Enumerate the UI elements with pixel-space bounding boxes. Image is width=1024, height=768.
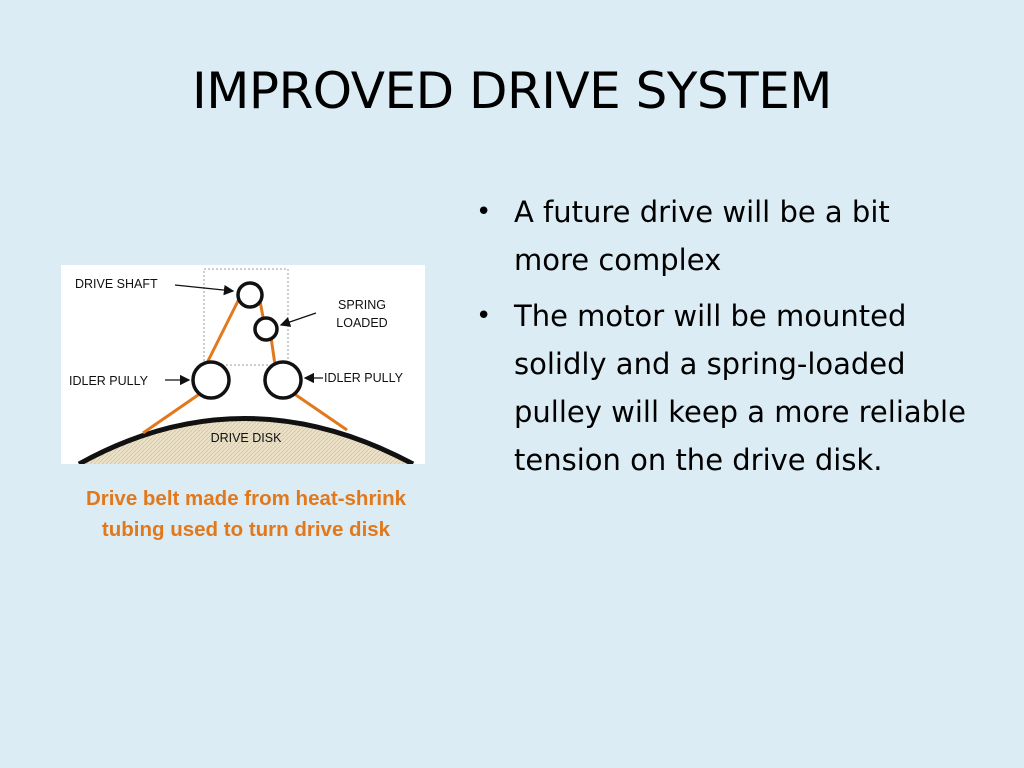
bullet-item: • A future drive will be a bit more comp… bbox=[472, 188, 972, 284]
drive-belt bbox=[142, 294, 348, 435]
drive-system-diagram: DRIVE SHAFT SPRING LOADED IDLER PULLY ID… bbox=[61, 265, 425, 464]
idler-pulley-left bbox=[191, 360, 231, 400]
bullet-text: The motor will be mounted solidly and a … bbox=[514, 299, 966, 477]
slide-title: IMPROVED DRIVE SYSTEM bbox=[192, 62, 832, 120]
label-loaded: LOADED bbox=[336, 316, 387, 330]
idler-pulley-right bbox=[263, 360, 303, 400]
spring-loaded-pulley bbox=[253, 316, 279, 342]
bullet-item: • The motor will be mounted solidly and … bbox=[472, 292, 972, 484]
drive-shaft-pulley bbox=[236, 281, 264, 309]
spring-housing-box bbox=[203, 268, 289, 366]
bullet-dot-icon: • bbox=[476, 301, 492, 331]
arrow-spring bbox=[279, 312, 317, 327]
diagram-caption: Drive belt made from heat-shrink tubing … bbox=[85, 487, 407, 541]
bullet-dot-icon: • bbox=[476, 197, 492, 227]
label-idler-right: IDLER PULLY bbox=[324, 371, 404, 385]
label-drive-disk: DRIVE DISK bbox=[211, 431, 283, 445]
label-spring: SPRING bbox=[338, 298, 386, 312]
drive-disk-outline bbox=[77, 416, 415, 464]
label-idler-left: IDLER PULLY bbox=[69, 374, 149, 388]
bullet-text: A future drive will be a bit more comple… bbox=[514, 195, 890, 277]
label-drive-shaft: DRIVE SHAFT bbox=[75, 277, 158, 291]
bullet-list: • A future drive will be a bit more comp… bbox=[472, 188, 972, 492]
arrow-drive-shaft bbox=[174, 284, 235, 296]
